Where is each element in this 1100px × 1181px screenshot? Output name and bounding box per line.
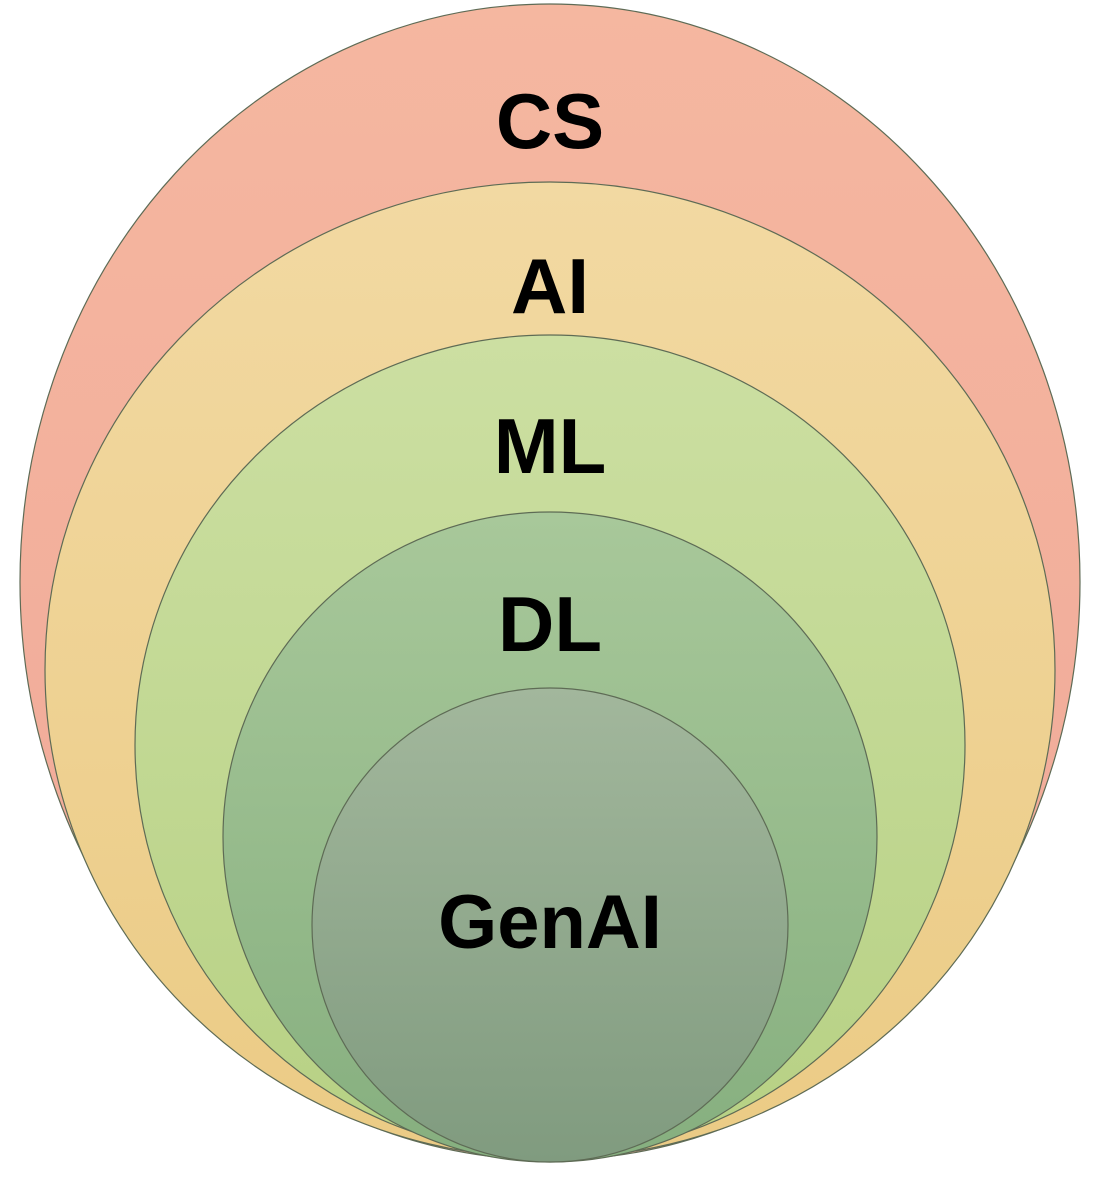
dl-label: DL: [498, 580, 602, 668]
ml-label: ML: [494, 402, 607, 490]
ai-label: AI: [511, 242, 589, 330]
genai-label: GenAI: [438, 880, 662, 965]
genai-circle: [311, 687, 789, 1163]
cs-label: CS: [496, 77, 604, 165]
